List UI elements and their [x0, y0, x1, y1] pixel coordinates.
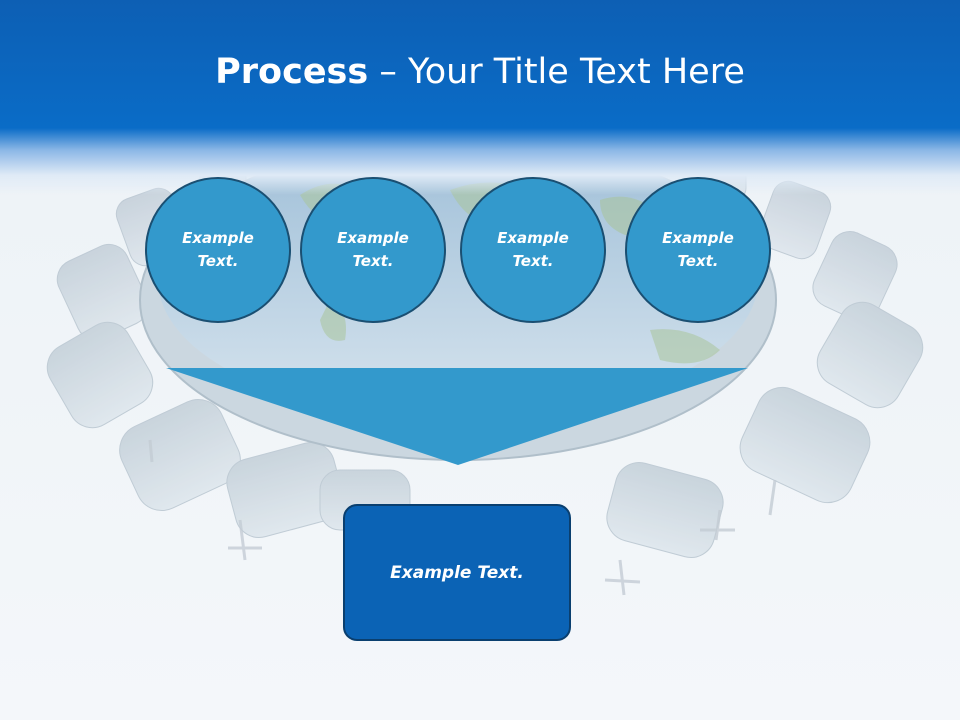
chair-bases	[148, 439, 777, 596]
circle-2-text: Example Text.	[337, 227, 409, 273]
circle-1-line2: Text.	[197, 252, 239, 270]
circle-3-line2: Text.	[512, 252, 554, 270]
result-box: Example Text.	[343, 504, 571, 641]
circle-1-text: Example Text.	[182, 227, 254, 273]
process-circle-1: Example Text.	[145, 177, 291, 323]
title-rest-part: – Your Title Text Here	[368, 52, 745, 92]
circle-4-line1: Example	[662, 229, 734, 247]
slide-title: Process – Your Title Text Here	[0, 52, 960, 92]
result-box-text: Example Text.	[390, 562, 524, 583]
circle-3-text: Example Text.	[497, 227, 569, 273]
circle-3-line1: Example	[497, 229, 569, 247]
process-circle-4: Example Text.	[625, 177, 771, 323]
circle-4-line2: Text.	[677, 252, 719, 270]
title-bar	[0, 0, 960, 195]
circle-2-line1: Example	[337, 229, 409, 247]
circle-4-text: Example Text.	[662, 227, 734, 273]
process-circle-2: Example Text.	[300, 177, 446, 323]
circle-1-line1: Example	[182, 229, 254, 247]
process-circle-3: Example Text.	[460, 177, 606, 323]
circle-2-line2: Text.	[352, 252, 394, 270]
title-bold-part: Process	[215, 52, 369, 92]
